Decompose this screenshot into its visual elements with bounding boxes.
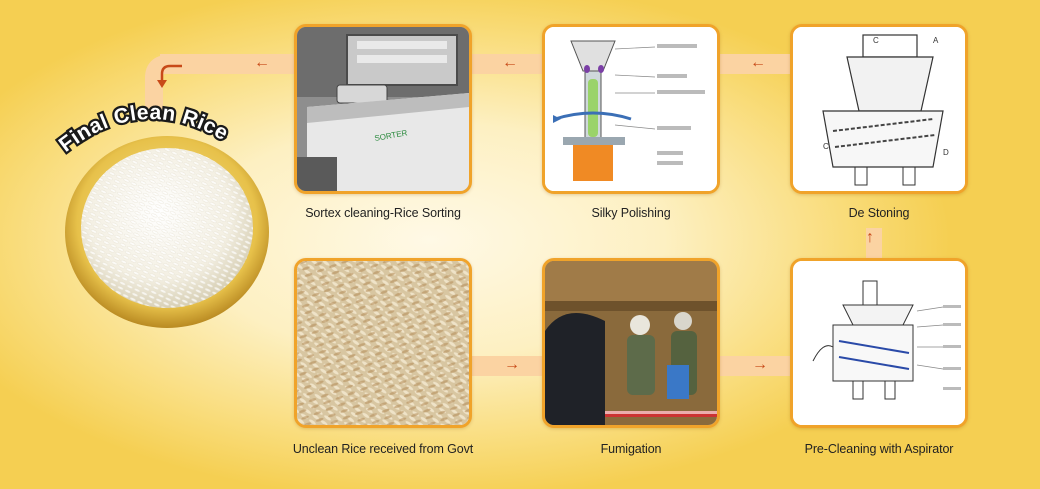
svg-text:D: D	[943, 148, 949, 157]
sorter-machine-image: SORTER	[297, 27, 469, 191]
arrow-up-icon: ↑	[866, 230, 874, 246]
fumigation-caption: Fumigation	[511, 442, 751, 456]
polisher-diagram-image	[545, 27, 717, 191]
fumigation-image	[545, 261, 717, 425]
sortex-caption: Sortex cleaning-Rice Sorting	[263, 206, 503, 220]
sortex-card: SORTER	[294, 24, 472, 194]
svg-text:A: A	[933, 36, 939, 45]
arrow-left-icon: ←	[750, 55, 766, 71]
polishing-caption: Silky Polishing	[511, 206, 751, 220]
svg-text:Final Clean Rice: Final Clean Rice	[55, 101, 232, 157]
unclean-rice-caption: Unclean Rice received from Govt	[263, 442, 503, 456]
fumigation-card	[542, 258, 720, 428]
final-clean-rice-title: Final Clean Rice	[52, 88, 272, 168]
destoner-diagram-image: C A C D	[793, 27, 965, 191]
polishing-card	[542, 24, 720, 194]
final-title-text: Final Clean Rice	[55, 101, 232, 157]
svg-text:C: C	[823, 142, 829, 151]
precleaning-card	[790, 258, 968, 428]
arrow-right-icon: →	[752, 357, 768, 373]
precleaning-caption: Pre-Cleaning with Aspirator	[759, 442, 999, 456]
arrow-left-icon: ←	[502, 55, 518, 71]
aspirator-diagram-image	[793, 261, 965, 425]
arrow-right-icon: →	[504, 357, 520, 373]
svg-text:C: C	[873, 36, 879, 45]
unclean-rice-card	[294, 258, 472, 428]
raw-rice-image	[297, 261, 469, 425]
destoning-caption: De Stoning	[759, 206, 999, 220]
destoning-card: C A C D	[790, 24, 968, 194]
arrow-left-icon: ←	[254, 55, 270, 71]
